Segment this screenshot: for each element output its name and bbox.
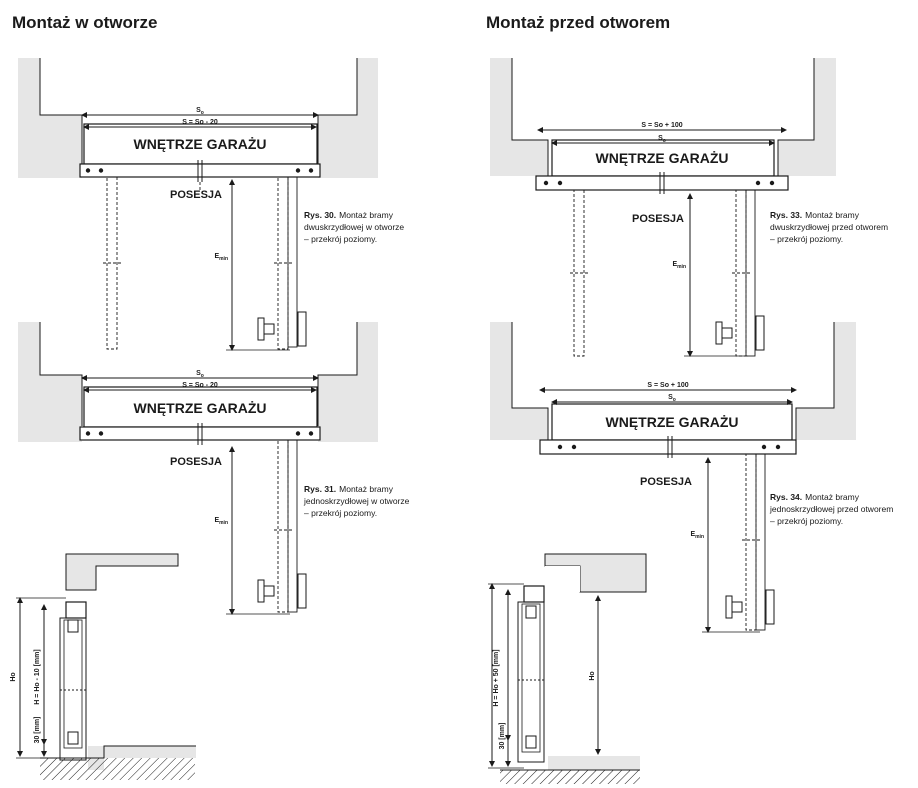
svg-text:Rys. 33.Montaż bramy: Rys. 33.Montaż bramy xyxy=(770,210,860,220)
svg-text:POSESJA: POSESJA xyxy=(632,213,684,225)
svg-text:Emin: Emin xyxy=(214,253,228,262)
svg-text:Ho: Ho xyxy=(589,671,596,680)
svg-text:Rys. 30.Montaż bramy: Rys. 30.Montaż bramy xyxy=(304,210,394,220)
figure-33-plan: WNĘTRZE GARAŻU S = So + 100 So POSESJA E… xyxy=(490,58,836,357)
interior-box xyxy=(83,123,318,165)
svg-text:POSESJA: POSESJA xyxy=(170,456,222,468)
side-section-front: H = Ho + 50 [mm] 30 [mm] Ho xyxy=(488,553,647,784)
svg-text:Ho: Ho xyxy=(10,672,17,681)
figure-30-plan: WNĘTRZE GARAŻU So S = So - 20 POSESJA Em… xyxy=(18,58,378,351)
svg-text:– przekrój poziomy.: – przekrój poziomy. xyxy=(770,234,843,244)
svg-text:dwuskrzydłowej przed otworem: dwuskrzydłowej przed otworem xyxy=(770,222,888,232)
wall-left xyxy=(18,58,82,178)
svg-text:30 [mm]: 30 [mm] xyxy=(499,723,506,750)
svg-text:So: So xyxy=(196,370,204,379)
svg-text:WNĘTRZE GARAŻU: WNĘTRZE GARAŻU xyxy=(606,414,739,430)
svg-text:– przekrój poziomy.: – przekrój poziomy. xyxy=(770,516,843,526)
svg-text:WNĘTRZE GARAŻU: WNĘTRZE GARAŻU xyxy=(596,150,729,166)
caption-30: Rys. 30.Montaż bramy dwuskrzydłowej w ot… xyxy=(304,210,404,244)
svg-text:Emin: Emin xyxy=(690,531,704,540)
heading-inside-mount: Montaż w otworze xyxy=(12,13,158,32)
svg-text:H = Ho - 10 [mm]: H = Ho - 10 [mm] xyxy=(34,649,41,704)
svg-text:Rys. 34.Montaż bramy: Rys. 34.Montaż bramy xyxy=(770,492,860,502)
side-section-inside: Ho H = Ho - 10 [mm] 30 [mm] xyxy=(10,553,196,780)
figure-31-plan: WNĘTRZE GARAŻU So S = So - 20 POSESJA Em… xyxy=(18,322,378,615)
svg-text:dwuskrzydłowej w otworze: dwuskrzydłowej w otworze xyxy=(304,222,404,232)
caption-33: Rys. 33.Montaż bramy dwuskrzydłowej prze… xyxy=(770,210,888,244)
svg-text:WNĘTRZE GARAŻU: WNĘTRZE GARAŻU xyxy=(134,400,267,416)
svg-text:30 [mm]: 30 [mm] xyxy=(34,717,41,744)
svg-text:– przekrój poziomy.: – przekrój poziomy. xyxy=(304,234,377,244)
svg-text:POSESJA: POSESJA xyxy=(640,476,692,488)
svg-text:Rys. 31.Montaż bramy: Rys. 31.Montaż bramy xyxy=(304,484,394,494)
interior-label: WNĘTRZE GARAŻU xyxy=(134,136,267,152)
svg-text:jednoskrzydłowej w otworze: jednoskrzydłowej w otworze xyxy=(303,496,410,506)
caption-31: Rys. 31.Montaż bramy jednoskrzydłowej w … xyxy=(303,484,410,518)
svg-text:S = So + 100: S = So + 100 xyxy=(647,382,688,389)
caption-34: Rys. 34.Montaż bramy jednoskrzydłowej pr… xyxy=(769,492,893,526)
svg-text:S = So - 20: S = So - 20 xyxy=(182,382,218,389)
heading-front-mount: Montaż przed otworem xyxy=(486,13,671,32)
svg-text:S = So + 100: S = So + 100 xyxy=(641,122,682,129)
svg-text:So: So xyxy=(658,135,666,144)
svg-text:Emin: Emin xyxy=(672,261,686,270)
svg-text:Emin: Emin xyxy=(214,517,228,526)
gate-rail xyxy=(79,163,321,178)
figure-34-plan: WNĘTRZE GARAŻU S = So + 100 So POSESJA E… xyxy=(490,322,856,633)
wall-right xyxy=(318,58,378,178)
svg-text:– przekrój poziomy.: – przekrój poziomy. xyxy=(304,508,377,518)
handle-30 xyxy=(257,311,307,347)
svg-text:So: So xyxy=(668,394,676,403)
svg-text:So: So xyxy=(196,107,204,116)
svg-text:H = Ho + 50 [mm]: H = Ho + 50 [mm] xyxy=(493,649,500,706)
dim-label: S = So - 20 xyxy=(182,119,218,126)
street-label: POSESJA xyxy=(170,189,222,201)
svg-text:jednoskrzydłowej przed otworem: jednoskrzydłowej przed otworem xyxy=(769,504,893,514)
